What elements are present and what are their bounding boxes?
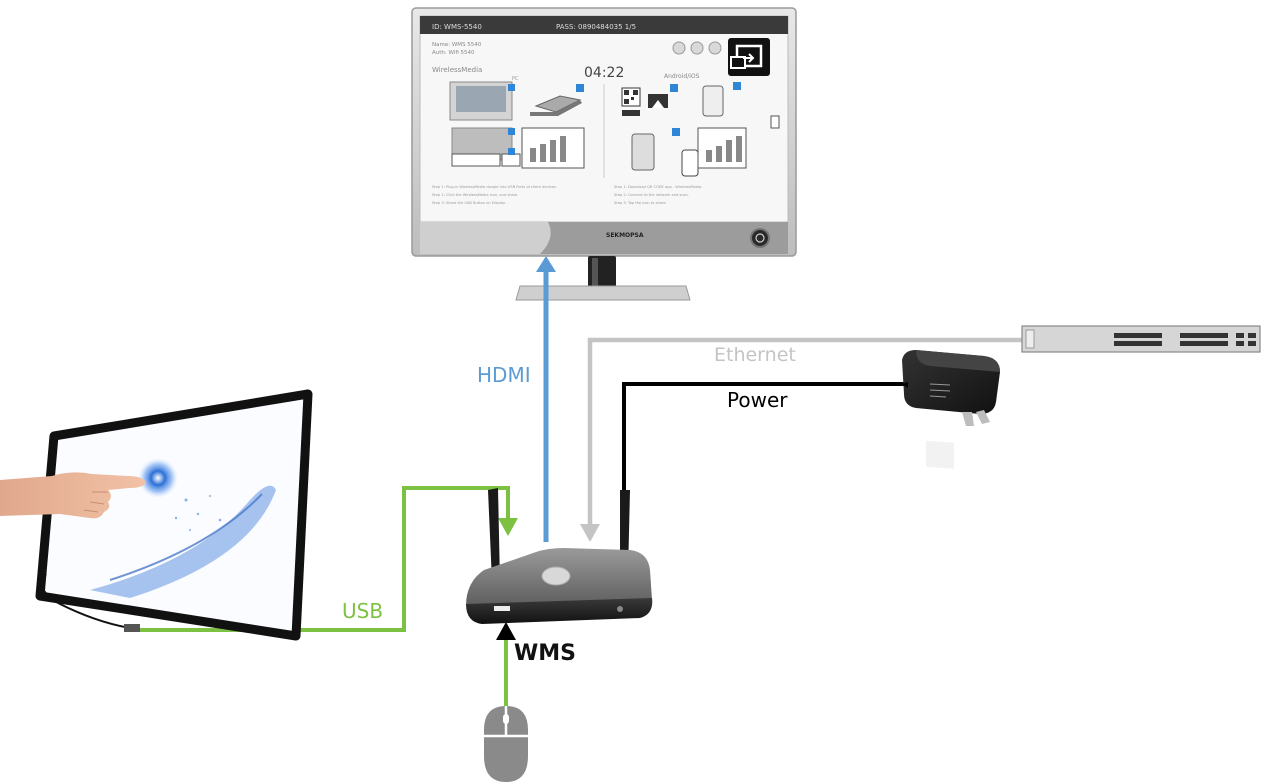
screen-note-right-2: Step 2: Connect to the network and scan. (614, 193, 689, 197)
screen-code-text: PASS: 0890484035 1/5 (556, 23, 636, 31)
hand (0, 472, 146, 519)
section-wirelessmedia: WirelessMedia (432, 66, 482, 74)
section-android-ios: Android/iOS (664, 73, 700, 80)
monitor-power-icon (755, 233, 765, 243)
mouse (484, 706, 528, 782)
monitor: ID: WMS-5540 PASS: 0890484035 1/5 Name: … (411, 7, 797, 301)
router-top-button (541, 566, 571, 586)
section-pc: PC (512, 76, 519, 82)
router-front (466, 598, 653, 624)
monitor-power-button (750, 228, 770, 248)
power-label: Power (727, 388, 788, 412)
ethernet-cable (580, 337, 1024, 542)
screen-round-button (672, 41, 686, 55)
power-cable (622, 382, 908, 492)
hdmi-label: HDMI (477, 363, 531, 387)
screen-note-left-3: Step 3: Share the USB Button on Display. (432, 201, 506, 205)
screen-note-right-3: Step 3: Tap the icon to share. (614, 201, 667, 205)
router-usb-port (494, 606, 510, 611)
screen-timer: 04:22 (584, 65, 624, 81)
screen-line2: Auth: Wifi 5540 (432, 50, 475, 56)
monitor-chin-left (420, 222, 552, 254)
screen-line1: Name: WMS 5540 (432, 42, 482, 48)
touch-sparkles (174, 495, 222, 531)
cast-icon (728, 38, 770, 76)
touchscreen-cable (41, 573, 131, 629)
switch-ports (1114, 333, 1256, 346)
touch-glow (138, 458, 178, 498)
usb-plug (124, 624, 140, 632)
monitor-stand-base (515, 285, 691, 301)
router (466, 488, 653, 624)
screen-top-bar (420, 16, 788, 34)
mobile-illustrations (621, 82, 780, 177)
network-switch (1021, 325, 1261, 353)
usb-cable (138, 486, 518, 632)
hdmi-cable (536, 256, 556, 542)
touchscreen (35, 389, 313, 641)
mouse-cable (496, 622, 516, 706)
monitor-chin-right (540, 222, 788, 254)
screen-id-text: ID: WMS-5540 (432, 23, 482, 31)
usb-label: USB (342, 599, 383, 623)
monitor-brand: SEKMOPSA (606, 232, 644, 239)
wms-label: WMS (514, 641, 576, 666)
power-adapter (902, 350, 1000, 469)
router-led (617, 606, 623, 612)
router-antenna-left (488, 488, 500, 582)
screen-note-right-1: Step 1: Download QR CODE app - WirelessM… (614, 185, 702, 189)
ethernet-label: Ethernet (714, 344, 796, 366)
screen-round-button (690, 41, 704, 55)
screen-round-button (708, 41, 722, 55)
screen-note-left-2: Step 2: Click the WirelessMedia icon, an… (432, 193, 518, 197)
pc-illustrations (449, 81, 585, 169)
screen-note-left-1: Step 1: Plug-in WirelessMedia dongle int… (432, 185, 557, 189)
monitor-stand-highlight (592, 258, 598, 286)
